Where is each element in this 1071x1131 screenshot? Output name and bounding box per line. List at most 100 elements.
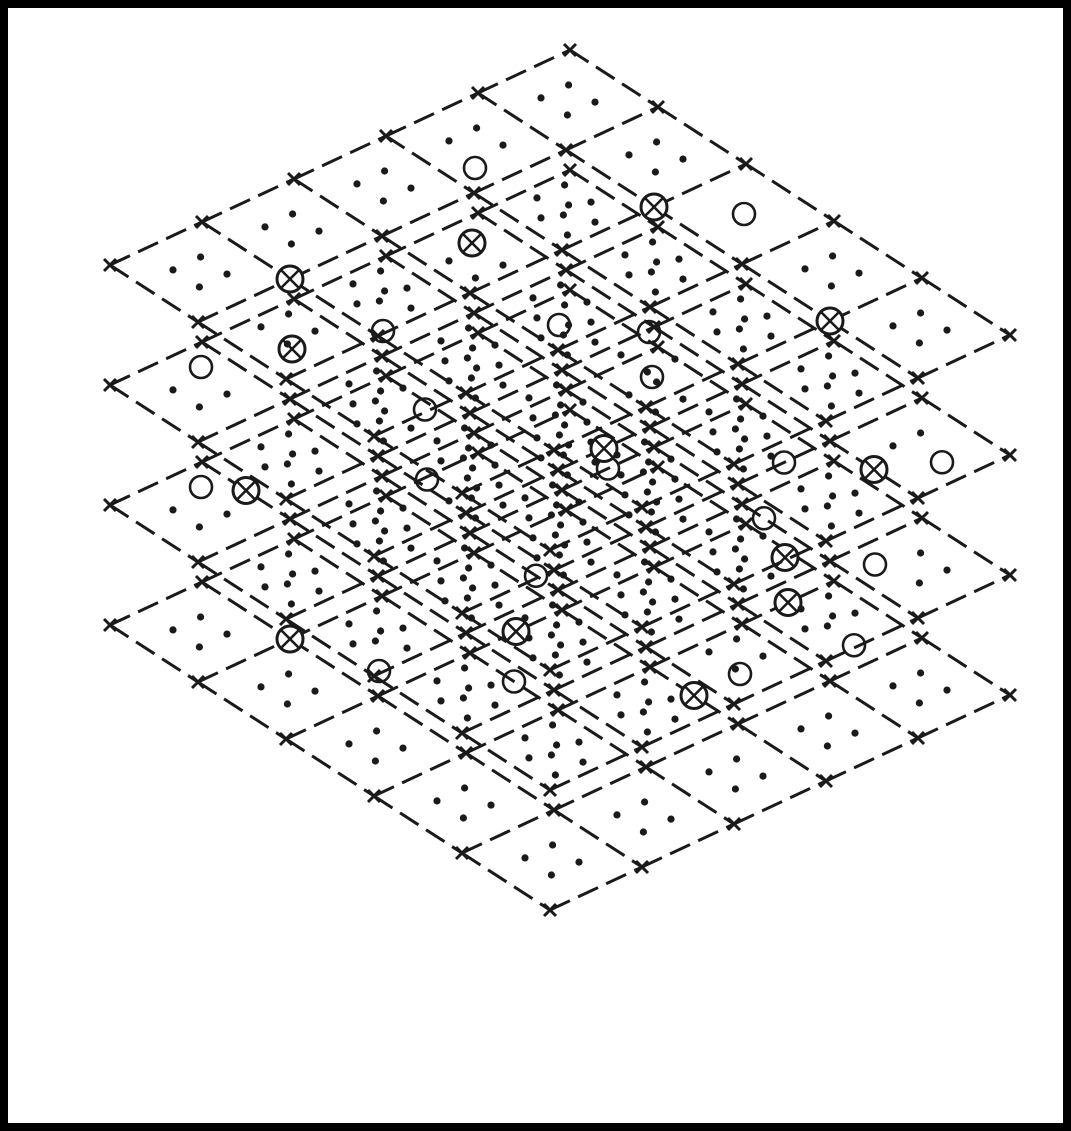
- interstitial-dot: [824, 742, 831, 749]
- interstitial-dot: [552, 651, 559, 658]
- lattice-bond-line: [386, 496, 474, 553]
- lattice-bond-line: [654, 164, 746, 207]
- lattice-bond-line: [650, 427, 738, 484]
- interstitial-dot: [376, 297, 383, 304]
- interstitial-dot: [407, 425, 414, 432]
- interstitial-dot: [349, 280, 356, 287]
- interstitial-dot: [407, 305, 414, 312]
- lattice-bond-line: [374, 753, 466, 796]
- lattice-bond-line: [198, 682, 286, 739]
- lattice-bond-line: [290, 596, 382, 639]
- interstitial-dot: [943, 567, 950, 574]
- interstitial-dot: [549, 841, 556, 848]
- lattice-bond-line: [382, 313, 474, 356]
- interstitial-dot: [645, 698, 652, 705]
- lattice-bond-line: [830, 398, 922, 441]
- lattice-bond-line: [558, 547, 650, 590]
- lattice-bond-line: [646, 604, 738, 647]
- interstitial-dot: [261, 463, 268, 470]
- lattice-bond-line: [378, 576, 466, 633]
- interstitial-dot: [851, 370, 858, 377]
- lattice-bond-line: [834, 581, 922, 638]
- interstitial-dot: [487, 682, 494, 689]
- lattice-bond-line: [294, 256, 386, 299]
- lattice-bond-line: [922, 518, 1010, 575]
- interstitial-dot: [399, 625, 406, 632]
- interstitial-dot: [499, 382, 506, 389]
- interstitial-dot: [679, 276, 686, 283]
- interstitial-dot: [645, 578, 652, 585]
- interstitial-dot: [591, 99, 598, 106]
- interstitial-dot: [733, 515, 740, 522]
- interstitial-dot: [372, 517, 379, 524]
- lattice-bond-line: [738, 441, 830, 484]
- interstitial-dot: [565, 81, 572, 88]
- interstitial-dot: [437, 337, 444, 344]
- lattice-bond-line: [462, 853, 550, 910]
- interstitial-dot: [828, 282, 835, 289]
- interstitial-dot: [525, 634, 532, 641]
- lattice-bond-line: [554, 647, 646, 690]
- interstitial-dot: [583, 659, 590, 666]
- lattice-bond-line: [202, 582, 290, 639]
- lattice-bond-line: [646, 767, 734, 824]
- interstitial-dot: [472, 274, 479, 281]
- lattice-bond-line: [658, 227, 746, 284]
- interstitial-dot: [537, 214, 544, 221]
- interstitial-dot: [373, 487, 380, 494]
- interstitial-dot: [284, 580, 291, 587]
- interstitial-dot: [705, 408, 712, 415]
- interstitial-dot: [583, 539, 590, 546]
- open-circle-site: [641, 366, 663, 388]
- interstitial-dot: [285, 430, 292, 437]
- interstitial-dot: [943, 327, 950, 334]
- interstitial-dot: [372, 757, 379, 764]
- lattice-bond-line: [562, 370, 650, 427]
- lattice-bond-line: [202, 222, 290, 279]
- interstitial-dot: [345, 740, 352, 747]
- interstitial-dot: [285, 670, 292, 677]
- interstitial-dot: [617, 711, 624, 718]
- lattice-bond-line: [922, 398, 1010, 455]
- lattice-bond-line: [826, 618, 918, 661]
- lattice-bond-line: [110, 462, 202, 505]
- lattice-bond-line: [382, 596, 470, 653]
- lattice-bond-line: [290, 476, 382, 519]
- interstitial-dot: [196, 643, 203, 650]
- lattice-bond-line: [286, 739, 374, 796]
- lattice-bond-line: [374, 633, 466, 676]
- interstitial-dot: [561, 421, 568, 428]
- lattice-bond-line: [382, 356, 470, 413]
- interstitial-dot: [640, 708, 647, 715]
- interstitial-dot: [889, 682, 896, 689]
- lattice-bond-line: [294, 419, 382, 476]
- interstitial-dot: [377, 387, 384, 394]
- lattice-bond-line: [654, 447, 742, 504]
- interstitial-dot: [285, 550, 292, 557]
- interstitial-dot: [381, 527, 388, 534]
- interstitial-dot: [825, 472, 832, 479]
- interstitial-dot: [377, 627, 384, 634]
- interstitial-dot: [377, 507, 384, 514]
- lattice-bond-line: [562, 207, 654, 250]
- lattice-bond-line: [110, 342, 202, 385]
- interstitial-dot: [345, 380, 352, 387]
- interstitial-dot: [473, 124, 480, 131]
- interstitial-dot: [575, 619, 582, 626]
- lattice-bond-line: [742, 624, 830, 681]
- lattice-bond-line: [478, 333, 566, 390]
- interstitial-dot: [564, 231, 571, 238]
- open-circle-site: [464, 157, 486, 179]
- interstitial-dot: [855, 270, 862, 277]
- interstitial-dot: [552, 771, 559, 778]
- interstitial-dot: [381, 287, 388, 294]
- interstitial-dot: [621, 251, 628, 258]
- interstitial-dot: [257, 443, 264, 450]
- lattice-bond-line: [374, 676, 462, 733]
- lattice-bond-line: [478, 93, 566, 150]
- interstitial-dot: [284, 460, 291, 467]
- interstitial-dot: [737, 415, 744, 422]
- interstitial-dot: [311, 688, 318, 695]
- lattice-bond-line: [294, 136, 386, 179]
- lattice-bond-line: [562, 610, 650, 667]
